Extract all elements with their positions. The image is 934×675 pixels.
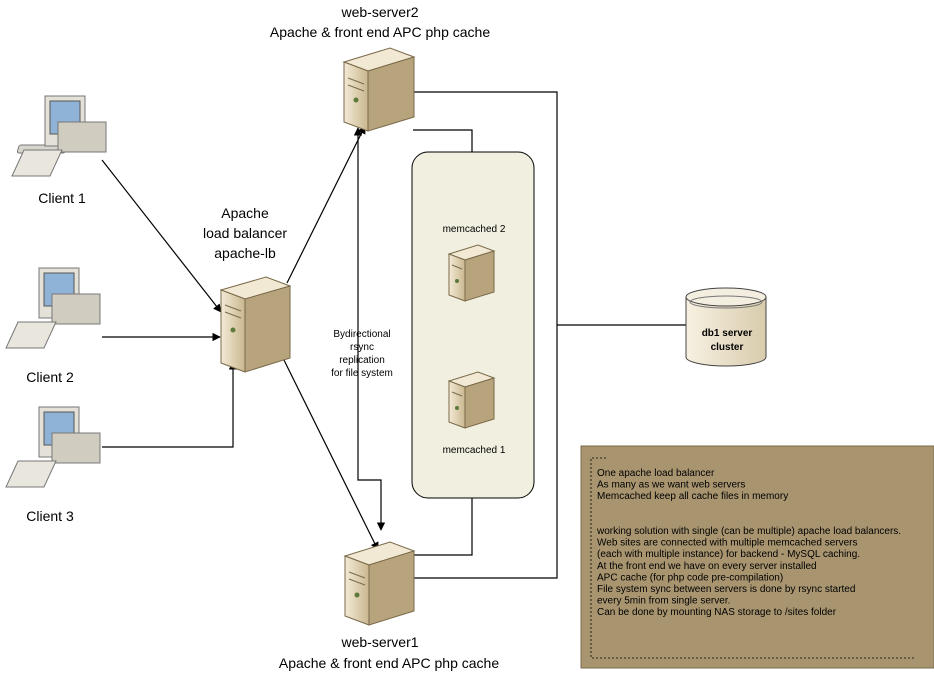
cluster-to-web1-line [413,498,473,556]
web2-to-cluster-line [413,129,473,152]
lb-to-web1-arrow [278,349,379,551]
memcached1-label: memcached 1 [443,445,506,456]
note-line: As many as we want web servers [597,480,745,491]
client1-computer-icon [11,95,107,177]
client2-label: Client 2 [26,369,74,385]
note-line: File system sync between servers is done… [597,584,855,595]
memcached2-server-icon [447,244,496,302]
note-line: Web sites are connected with multiple me… [597,538,857,549]
note-line: At the front end we have on every server… [597,561,817,572]
note-line: (each with multiple instance) for backen… [597,549,860,560]
db-label-line2: cluster [711,342,744,353]
note-line: working solution with single (can be mul… [596,526,901,537]
memcached2-label: memcached 2 [443,224,506,235]
note-line: every 5min from single server. [597,596,730,607]
db-label-line1: db1 server [702,328,753,339]
memcached-cluster-box [411,151,535,499]
rsync-label-line3: replication [339,355,385,366]
web2-label-line1: web-server2 [340,4,418,20]
connectors [101,91,688,579]
rsync-arrow [353,127,386,531]
lb-label-line1: Apache [221,205,269,221]
lb-to-web2-arrow [286,125,366,284]
note-line: Can be done by mounting NAS storage to /… [597,607,837,618]
client1-label: Client 1 [38,190,86,206]
lb-label-line3: apache-lb [214,245,276,261]
rsync-label-line2: rsync [350,342,374,353]
note-line: Memcached keep all cache files in memory [597,491,788,502]
web2-to-network-line [413,91,558,579]
client3-to-lb-arrow [102,361,238,448]
load-balancer-server-icon [219,276,292,373]
memcached1-server-icon [447,371,496,429]
web-server2-icon [342,47,416,132]
note-line: APC cache (for php code pre-compilation) [597,572,783,583]
client3-label: Client 3 [26,508,74,524]
note-line: One apache load balancer [597,468,715,479]
web1-label-line2: Apache & front end APC php cache [279,655,499,671]
client1-to-lb-arrow [101,159,222,313]
lb-label-line2: load balancer [203,225,287,241]
web1-label-line1: web-server1 [340,634,418,650]
rsync-label-line1: Bydirectional [333,329,390,340]
client3-computer-icon [5,406,101,488]
db-cluster-icon [685,287,767,367]
client2-computer-icon [5,267,101,349]
web2-label-line2: Apache & front end APC php cache [270,24,490,40]
web-server1-icon [343,541,416,626]
rsync-label-line4: for file system [331,368,393,379]
